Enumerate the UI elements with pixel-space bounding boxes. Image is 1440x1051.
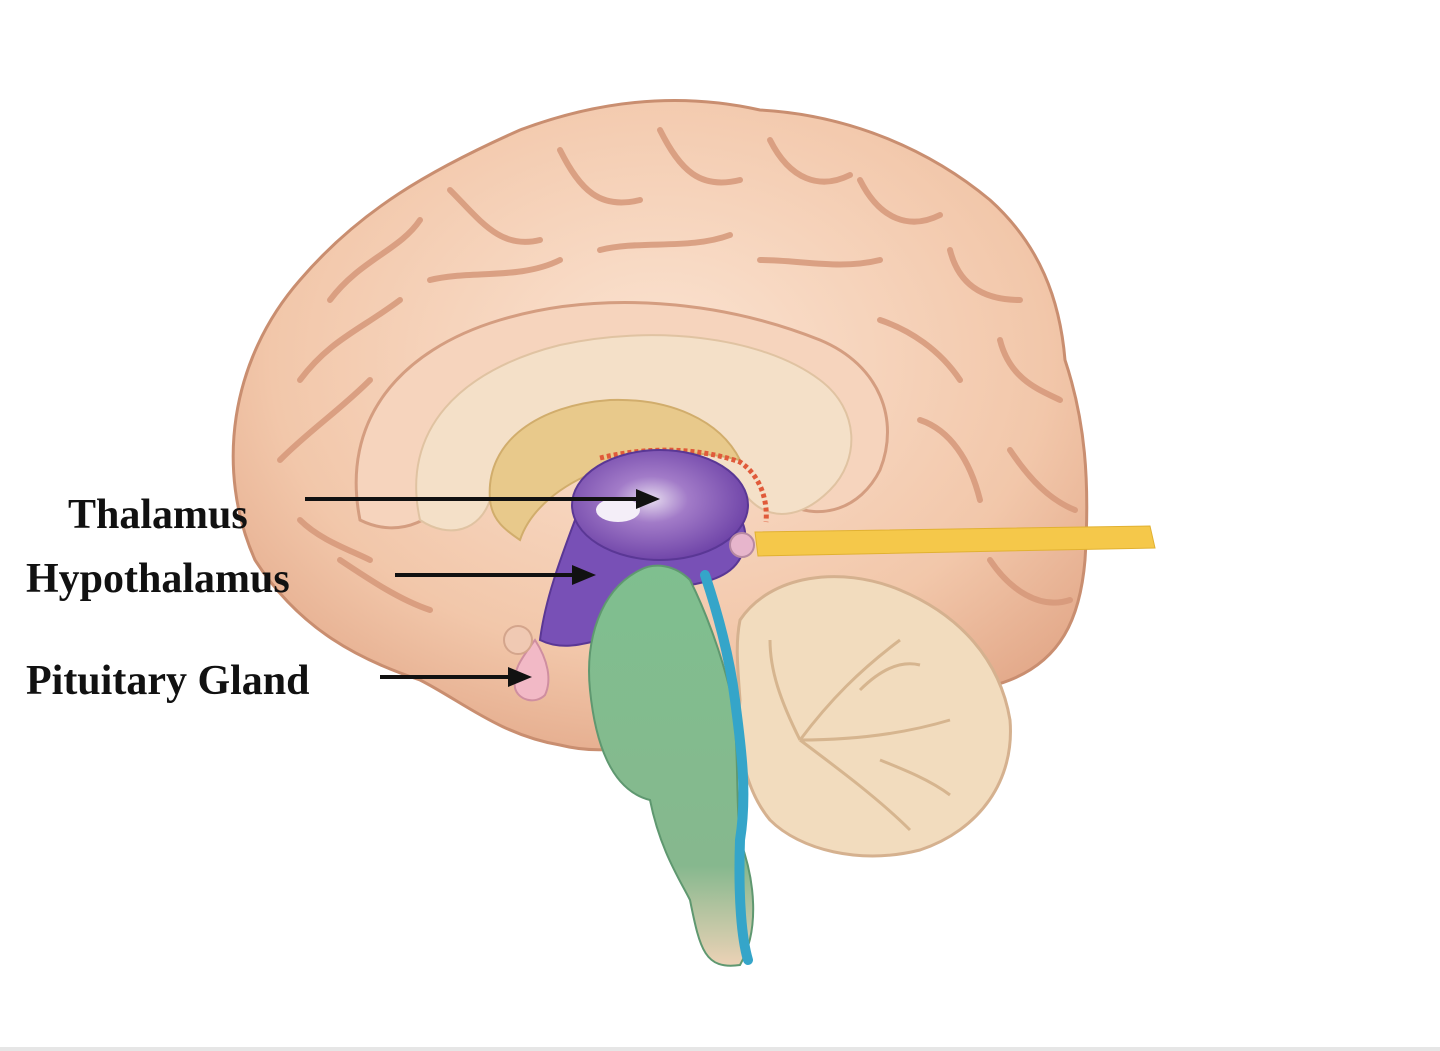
hypothalamus-label: Hypothalamus [26, 556, 290, 602]
arbor-vitae [768, 638, 951, 832]
bottom-divider [0, 1047, 1440, 1051]
thalamus-highlight [596, 498, 640, 522]
thalamus-body [571, 449, 749, 561]
pineal-band [754, 525, 1156, 557]
optic-chiasm [503, 625, 533, 655]
gyri-texture [277, 127, 1078, 613]
thalamus-arrowhead [636, 489, 660, 509]
pineal-gland [729, 532, 755, 558]
hypothalamus-arrowhead [572, 565, 596, 585]
choroid-plexus [599, 447, 769, 523]
thalamus-label: Thalamus [68, 492, 248, 538]
lateral-ventricle [488, 398, 742, 542]
brainstem [588, 564, 755, 967]
label-arrows [305, 489, 660, 687]
pituitary-gland-label: Pituitary Gland [26, 658, 310, 704]
pituitary-arrowhead [508, 667, 532, 687]
pituitary-gland [513, 638, 550, 702]
central-canal [700, 570, 753, 965]
